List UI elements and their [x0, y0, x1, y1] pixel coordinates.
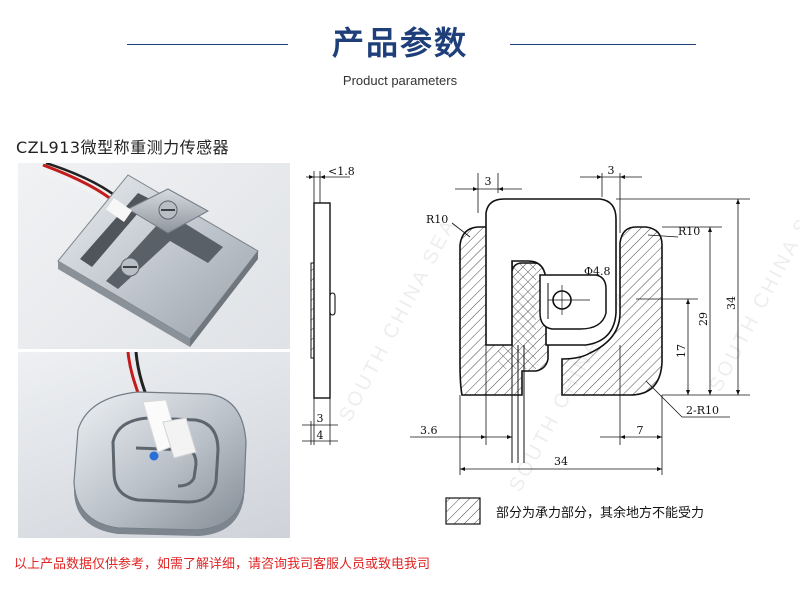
- label-radius-right: R10: [678, 225, 700, 238]
- label-left-offset: 3.6: [420, 424, 438, 437]
- label-width-34: 34: [554, 455, 568, 468]
- load-cell-photo-bottom: [18, 352, 290, 538]
- label-corner-radius: 2-R10: [686, 404, 719, 417]
- label-side-width-top: 3: [317, 412, 324, 425]
- disclaimer-note: 以上产品数据仅供参考，如需了解详细，请咨询我司客服人员或致电我司: [14, 557, 431, 572]
- legend-hatch-swatch: [445, 497, 481, 525]
- label-side-width-bottom: 4: [317, 429, 324, 442]
- legend: 部分为承力部分，其余地方不能受力: [445, 497, 704, 525]
- header-divider-right: [510, 44, 696, 45]
- label-side-thickness: <1.8: [328, 165, 355, 178]
- legend-text: 部分为承力部分，其余地方不能受力: [496, 505, 704, 521]
- label-hole-diameter: Φ4.8: [584, 265, 611, 278]
- section-subtitle: Product parameters: [342, 73, 458, 88]
- front-view: 3 3 R10: [410, 164, 750, 475]
- label-right-offset: 7: [637, 424, 644, 437]
- square-load-cell-image: [37, 163, 259, 347]
- product-model-title: CZL913微型称重测力传感器: [16, 138, 230, 157]
- load-cell-photo-top: [18, 163, 290, 349]
- watermark-text-3: SOUTH CHINA SEA: [705, 184, 800, 395]
- half-bridge-load-cell-image: [73, 352, 247, 536]
- technical-drawing: SOUTH CHINA SEA SOUTH CHINA SEA SOUTH CH…: [290, 163, 800, 538]
- label-height-17: 17: [675, 344, 688, 358]
- label-height-29: 29: [697, 312, 710, 326]
- label-top-right-gap: 3: [608, 164, 615, 177]
- label-height-34: 34: [725, 296, 738, 310]
- dimension-drawing-svg: SOUTH CHINA SEA SOUTH CHINA SEA SOUTH CH…: [302, 164, 800, 525]
- label-top-left-gap: 3: [485, 175, 492, 188]
- label-radius-left: R10: [426, 213, 448, 226]
- watermark-text-1: SOUTH CHINA SEA: [335, 214, 461, 425]
- side-view: <1.8 3 4: [302, 165, 355, 445]
- header-divider-left: [127, 44, 288, 45]
- section-title: 产品参数: [331, 24, 468, 62]
